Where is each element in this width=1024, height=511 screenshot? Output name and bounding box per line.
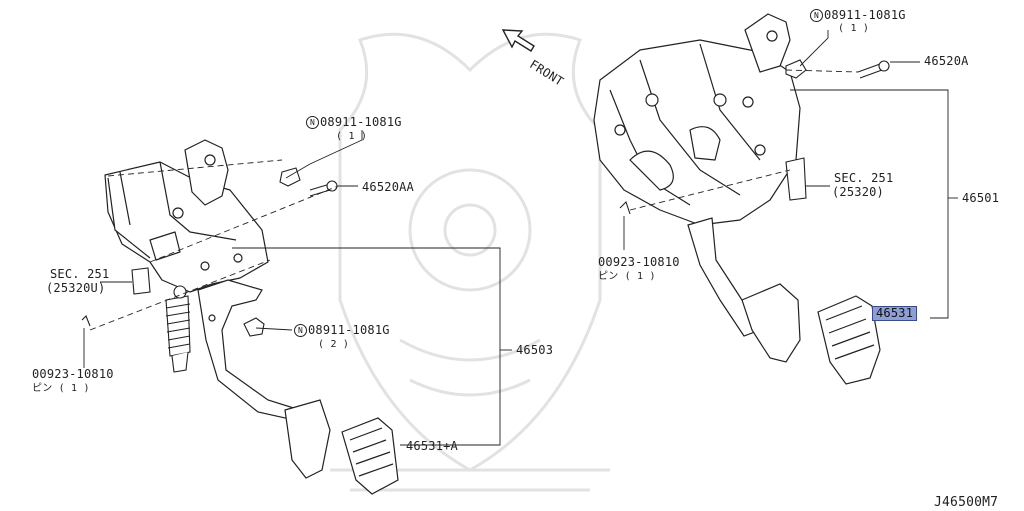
left-leader-lines xyxy=(83,130,512,446)
sec-right-title: SEC. 251 xyxy=(834,171,894,185)
brake-pedal-arm xyxy=(687,217,801,363)
brake-pedal-pad xyxy=(817,295,881,385)
callout-46503: 46503 xyxy=(516,343,554,357)
sec-right-ref: (25320) xyxy=(832,185,884,199)
right-dash-lines xyxy=(629,69,859,211)
diagram-id: J46500M7 xyxy=(934,495,999,510)
callout-46531-highlighted[interactable]: 46531 xyxy=(872,306,918,321)
callout-46520A: 46520A xyxy=(924,54,969,68)
pin-right-part-no: 00923-10810 xyxy=(598,255,680,269)
sec-left-ref: (25320U) xyxy=(46,281,106,295)
clutch-pedal-arm xyxy=(197,279,331,479)
callout-46501: 46501 xyxy=(962,191,1000,205)
clutch-spring-assembly xyxy=(165,285,191,373)
bolt-a-qty: ( 1 ) xyxy=(336,131,368,142)
bolt-c-qty: ( 2 ) xyxy=(318,339,350,350)
sec-left-title: SEC. 251 xyxy=(50,267,110,281)
front-arrow-icon xyxy=(501,29,535,52)
clutch-pedal-bracket xyxy=(104,139,269,293)
left-fasteners xyxy=(81,167,338,337)
pin-right-desc: ピン ( 1 ) xyxy=(598,271,656,282)
left-dash-lines xyxy=(89,159,339,331)
clutch-pedal-pad xyxy=(341,417,399,495)
right-fasteners xyxy=(619,59,890,215)
callout-46520AA: 46520AA xyxy=(362,180,414,194)
bolt-b-qty: ( 1 ) xyxy=(838,23,870,34)
n-symbol-icon: N xyxy=(306,116,319,129)
watermark-emblem xyxy=(330,32,610,492)
pin-left-desc: ピン ( 1 ) xyxy=(32,383,90,394)
brake-pedal-bracket xyxy=(593,13,801,226)
pin-left-part-no: 00923-10810 xyxy=(32,367,114,381)
bolt-a-part-no: 08911-1081G xyxy=(320,115,402,129)
n-symbol-icon: N xyxy=(810,9,823,22)
bolt-c-part-no: 08911-1081G xyxy=(308,323,390,337)
callout-46531A: 46531+A xyxy=(406,439,458,453)
right-leader-lines xyxy=(623,30,958,319)
bolt-b-part-no: 08911-1081G xyxy=(824,8,906,22)
n-symbol-icon: N xyxy=(294,324,307,337)
